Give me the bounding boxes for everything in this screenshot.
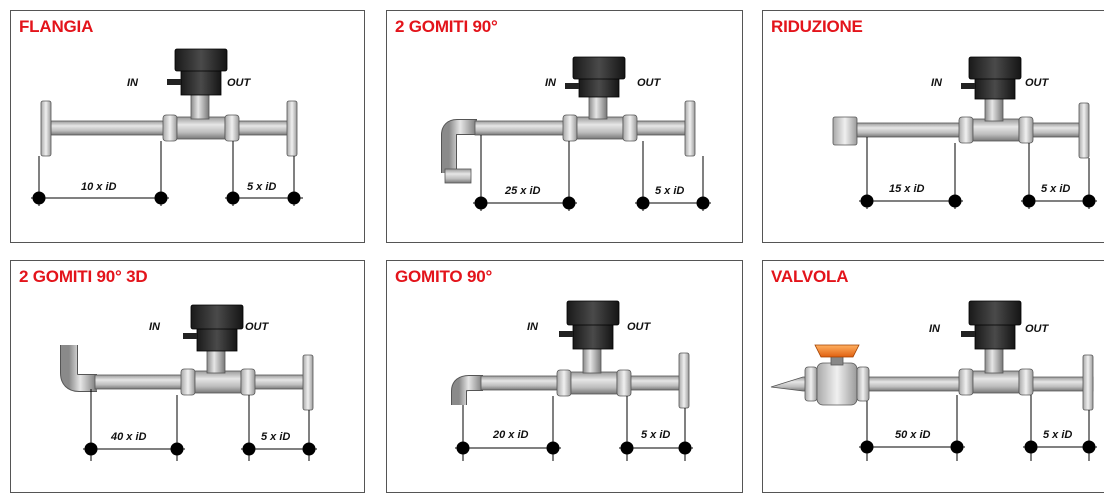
dimension-downstream bbox=[241, 395, 317, 461]
pipe-diagram bbox=[451, 300, 693, 461]
upstream-distance-label: 10 x iD bbox=[81, 181, 117, 193]
in-label: IN bbox=[149, 321, 160, 333]
downstream-distance-label: 5 x iD bbox=[1041, 183, 1071, 195]
pipe-diagram bbox=[441, 56, 711, 211]
flange-right bbox=[678, 352, 690, 409]
upstream-distance-label: 50 x iD bbox=[895, 429, 931, 441]
panel-title: FLANGIA bbox=[19, 17, 94, 36]
out-label: OUT bbox=[627, 321, 651, 333]
sensor-icon bbox=[559, 300, 620, 350]
flange-right bbox=[684, 100, 696, 157]
upstream-distance-label: 20 x iD bbox=[493, 429, 529, 441]
upstream-distance-label: 40 x iD bbox=[111, 431, 147, 443]
valve-icon bbox=[804, 344, 870, 406]
flange-left bbox=[40, 100, 52, 157]
dimension-downstream bbox=[225, 141, 303, 206]
out-label: OUT bbox=[1025, 323, 1049, 335]
pipe-diagram bbox=[832, 56, 1097, 209]
dimension-downstream bbox=[635, 141, 711, 211]
panel-riduzione: RIDUZIONE IN OUT 15 x iD bbox=[762, 10, 1104, 243]
dimension-downstream bbox=[1021, 143, 1097, 209]
sensor-icon bbox=[167, 48, 228, 96]
panel-title: GOMITO 90° bbox=[395, 267, 493, 286]
panel-flangia: FLANGIA bbox=[10, 10, 365, 243]
sensor-icon bbox=[961, 300, 1022, 350]
in-label: IN bbox=[929, 323, 940, 335]
dimension-downstream bbox=[1023, 395, 1097, 461]
dimension-upstream bbox=[83, 389, 185, 461]
in-label: IN bbox=[127, 77, 138, 89]
upstream-distance-label: 25 x iD bbox=[505, 185, 541, 197]
panel-valvola: VALVOLA bbox=[762, 260, 1104, 493]
downstream-distance-label: 5 x iD bbox=[261, 431, 291, 443]
sensor-icon bbox=[565, 56, 626, 98]
pipe-diagram bbox=[770, 300, 1097, 461]
upstream-distance-label: 15 x iD bbox=[889, 183, 925, 195]
dimension-upstream bbox=[455, 396, 561, 461]
flange-right bbox=[1078, 102, 1090, 159]
in-label: IN bbox=[545, 77, 556, 89]
dimension-upstream bbox=[859, 137, 963, 209]
dimension-downstream bbox=[619, 396, 693, 461]
downstream-distance-label: 5 x iD bbox=[641, 429, 671, 441]
panel-title: RIDUZIONE bbox=[771, 17, 863, 36]
panel-title: VALVOLA bbox=[771, 267, 849, 286]
pipe-diagram bbox=[60, 304, 317, 461]
dimension-upstream bbox=[473, 135, 577, 211]
panel-2-gomiti-90: 2 GOMITI 90° IN OUT bbox=[386, 10, 743, 243]
reducer bbox=[832, 116, 858, 146]
panel-gomito-90: GOMITO 90° IN OUT 20 x bbox=[386, 260, 743, 493]
panel-title: 2 GOMITI 90° bbox=[395, 17, 498, 36]
dimension-upstream bbox=[859, 395, 965, 461]
downstream-distance-label: 5 x iD bbox=[1043, 429, 1073, 441]
out-label: OUT bbox=[1025, 77, 1049, 89]
in-label: IN bbox=[931, 77, 942, 89]
sensor-icon bbox=[183, 304, 244, 352]
sensor-icon bbox=[961, 56, 1022, 100]
pipe-diagram bbox=[31, 48, 303, 206]
dimension-upstream bbox=[31, 141, 169, 206]
out-label: OUT bbox=[637, 77, 661, 89]
flange-right bbox=[1082, 354, 1094, 411]
downstream-distance-label: 5 x iD bbox=[655, 185, 685, 197]
downstream-distance-label: 5 x iD bbox=[247, 181, 277, 193]
panel-2-gomiti-90-3d: 2 GOMITI 90° 3D IN OUT bbox=[10, 260, 365, 493]
flange-right bbox=[286, 100, 298, 157]
in-label: IN bbox=[527, 321, 538, 333]
panel-title: 2 GOMITI 90° 3D bbox=[19, 267, 148, 286]
out-label: OUT bbox=[245, 321, 269, 333]
flange-right bbox=[302, 354, 314, 411]
out-label: OUT bbox=[227, 77, 251, 89]
